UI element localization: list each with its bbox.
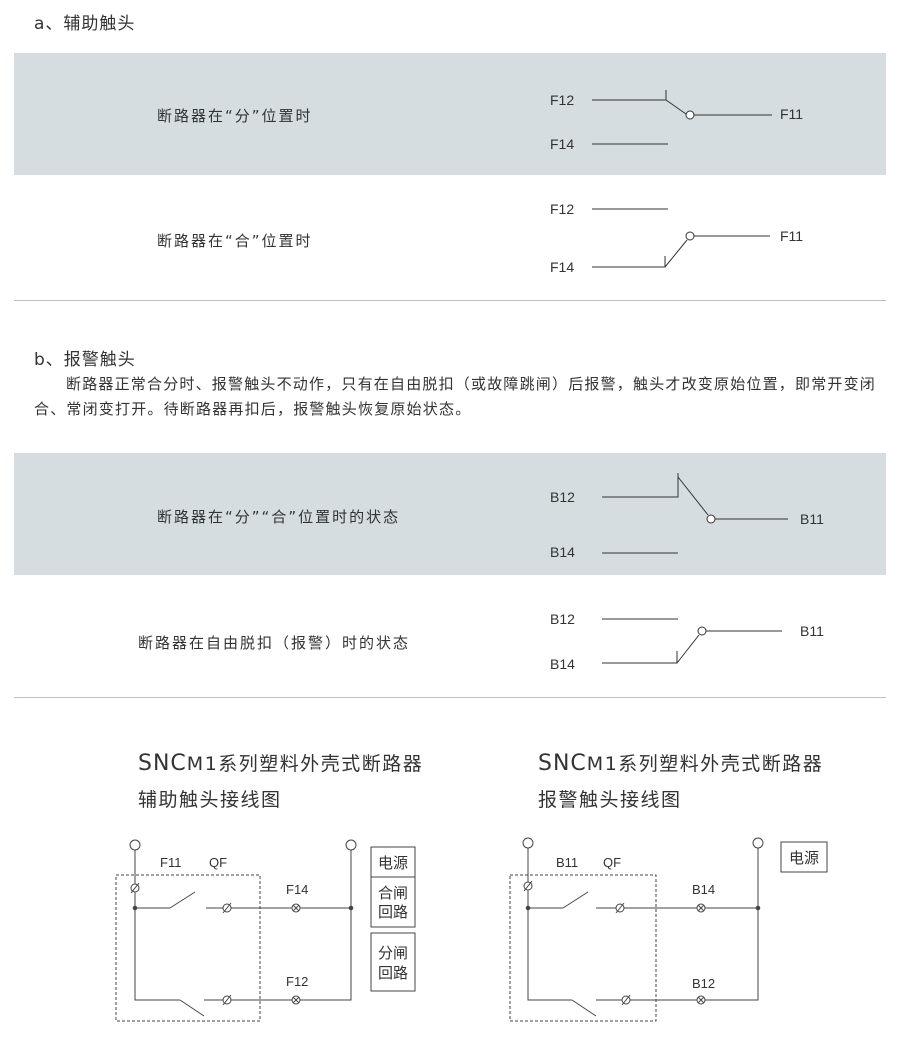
left-box-close-text-2: 回路: [378, 903, 408, 921]
diagram-left-title-rest: M1系列塑料外壳式断路器: [186, 753, 424, 775]
left-box-open-text-1: 分闸: [378, 944, 408, 962]
a-closed-t14: F14: [550, 259, 574, 275]
left-junction-2: [348, 905, 354, 911]
left-wire-f12: [204, 850, 352, 1001]
b-normal-t12: B12: [550, 489, 575, 505]
a-open-t14: F14: [550, 136, 574, 152]
a-open-blade: [665, 99, 687, 115]
section-b-row2-label: 断路器在自由脱扣（报警）时的状态: [138, 634, 411, 652]
b-normal-t11: B11: [800, 511, 824, 527]
right-junction-1: [525, 905, 531, 911]
diagram-left-wiring: F11 QF F14 F12 电源 合闸 回路 分闸 回路: [115, 839, 416, 1022]
left-box-open: [370, 932, 416, 992]
left-contact-f12: [179, 999, 205, 1017]
right-junction-2: [755, 905, 761, 911]
right-wire-b12: [596, 908, 759, 1001]
right-label-b12: B12: [692, 976, 715, 991]
a-closed-wire-14: [592, 256, 666, 268]
left-box-close-text-1: 合闸: [378, 884, 408, 902]
left-label-f12: F12: [286, 974, 308, 989]
b-trip-t11: B11: [800, 623, 824, 639]
diagram-right-brand: SNC: [538, 751, 587, 776]
left-top-terminal-2: [345, 839, 357, 851]
right-label-b11: B11: [556, 855, 578, 870]
b-normal-wire-12: [602, 473, 679, 498]
diagram-right-title: SNCM1系列塑料外壳式断路器 报警触头接线图: [538, 746, 823, 818]
b-trip-t14: B14: [550, 656, 575, 672]
right-label-qf: QF: [603, 855, 621, 870]
a-open-t12: F12: [550, 92, 574, 108]
section-a-contact-symbols: F12 F11 F14 F12 F11 F14: [550, 90, 803, 275]
diagram-right-title-rest: M1系列塑料外壳式断路器: [586, 753, 824, 775]
left-box-open-text-2: 回路: [378, 964, 408, 982]
b-normal-blade: [677, 476, 709, 516]
diagram-left-brand: SNC: [138, 751, 187, 776]
section-b-divider: [14, 697, 886, 698]
diagram-right-subtitle: 报警触头接线图: [538, 789, 682, 811]
left-box-power-text: 电源: [378, 854, 408, 872]
b-trip-t12: B12: [550, 611, 575, 627]
section-a-heading: a、辅助触头: [34, 14, 136, 34]
right-contact-b14: [562, 891, 589, 909]
left-label-f11: F11: [160, 855, 181, 870]
section-b-row1-label: 断路器在“分”“合”位置时的状态: [157, 508, 401, 526]
left-wire-main: [134, 850, 180, 1001]
a-open-wire-12: [592, 90, 667, 101]
diagram-left-subtitle: 辅助触头接线图: [138, 789, 282, 811]
right-contact-b12: [571, 999, 597, 1017]
right-label-b14: B14: [692, 882, 715, 897]
right-box-power-text: 电源: [789, 849, 819, 867]
b-normal-pivot: [706, 514, 716, 524]
right-top-terminal-1: [522, 837, 534, 849]
section-a-row-open: [14, 53, 886, 175]
b-trip-wire-14: [602, 651, 678, 664]
left-label-f14: F14: [286, 882, 308, 897]
right-qf-dashed-box: [509, 874, 657, 1022]
section-a-divider: [14, 300, 886, 301]
right-box-power: [780, 841, 828, 873]
section-b-paragraph: 断路器正常合分时、报警触头不动作，只有在自由脱扣（或故障跳闸）后报警，触头才改变…: [34, 375, 877, 418]
b-normal-t14: B14: [550, 544, 575, 560]
left-top-terminal-1: [129, 839, 141, 851]
left-label-qf: QF: [209, 855, 227, 870]
a-closed-t12: F12: [550, 201, 574, 217]
section-a-row2-label: 断路器在“合”位置时: [157, 232, 313, 250]
b-trip-blade: [676, 634, 700, 664]
right-top-terminal-2: [752, 837, 764, 849]
a-closed-t11: F11: [780, 228, 803, 244]
right-wire-main: [527, 848, 572, 1001]
a-closed-blade: [664, 239, 688, 268]
left-box-close: [370, 876, 416, 928]
a-open-t11: F11: [780, 106, 803, 122]
diagram-left-title: SNCM1系列塑料外壳式断路器 辅助触头接线图: [138, 746, 423, 818]
diagram-right-wiring: B11 QF B14 B12 电源: [509, 837, 828, 1022]
left-junction-1: [132, 905, 138, 911]
a-closed-pivot: [685, 231, 695, 241]
section-a-row1-label: 断路器在“分”位置时: [157, 107, 313, 125]
left-qf-dashed-box: [115, 874, 261, 1022]
section-b-contact-symbols: B12 B11 B14 B12 B11 B14: [550, 473, 824, 672]
section-b-row-normal: [14, 453, 886, 575]
a-open-pivot: [685, 110, 695, 120]
b-trip-pivot: [697, 626, 707, 636]
left-contact-f14: [169, 891, 196, 909]
section-b-heading: b、报警触头: [34, 350, 136, 370]
